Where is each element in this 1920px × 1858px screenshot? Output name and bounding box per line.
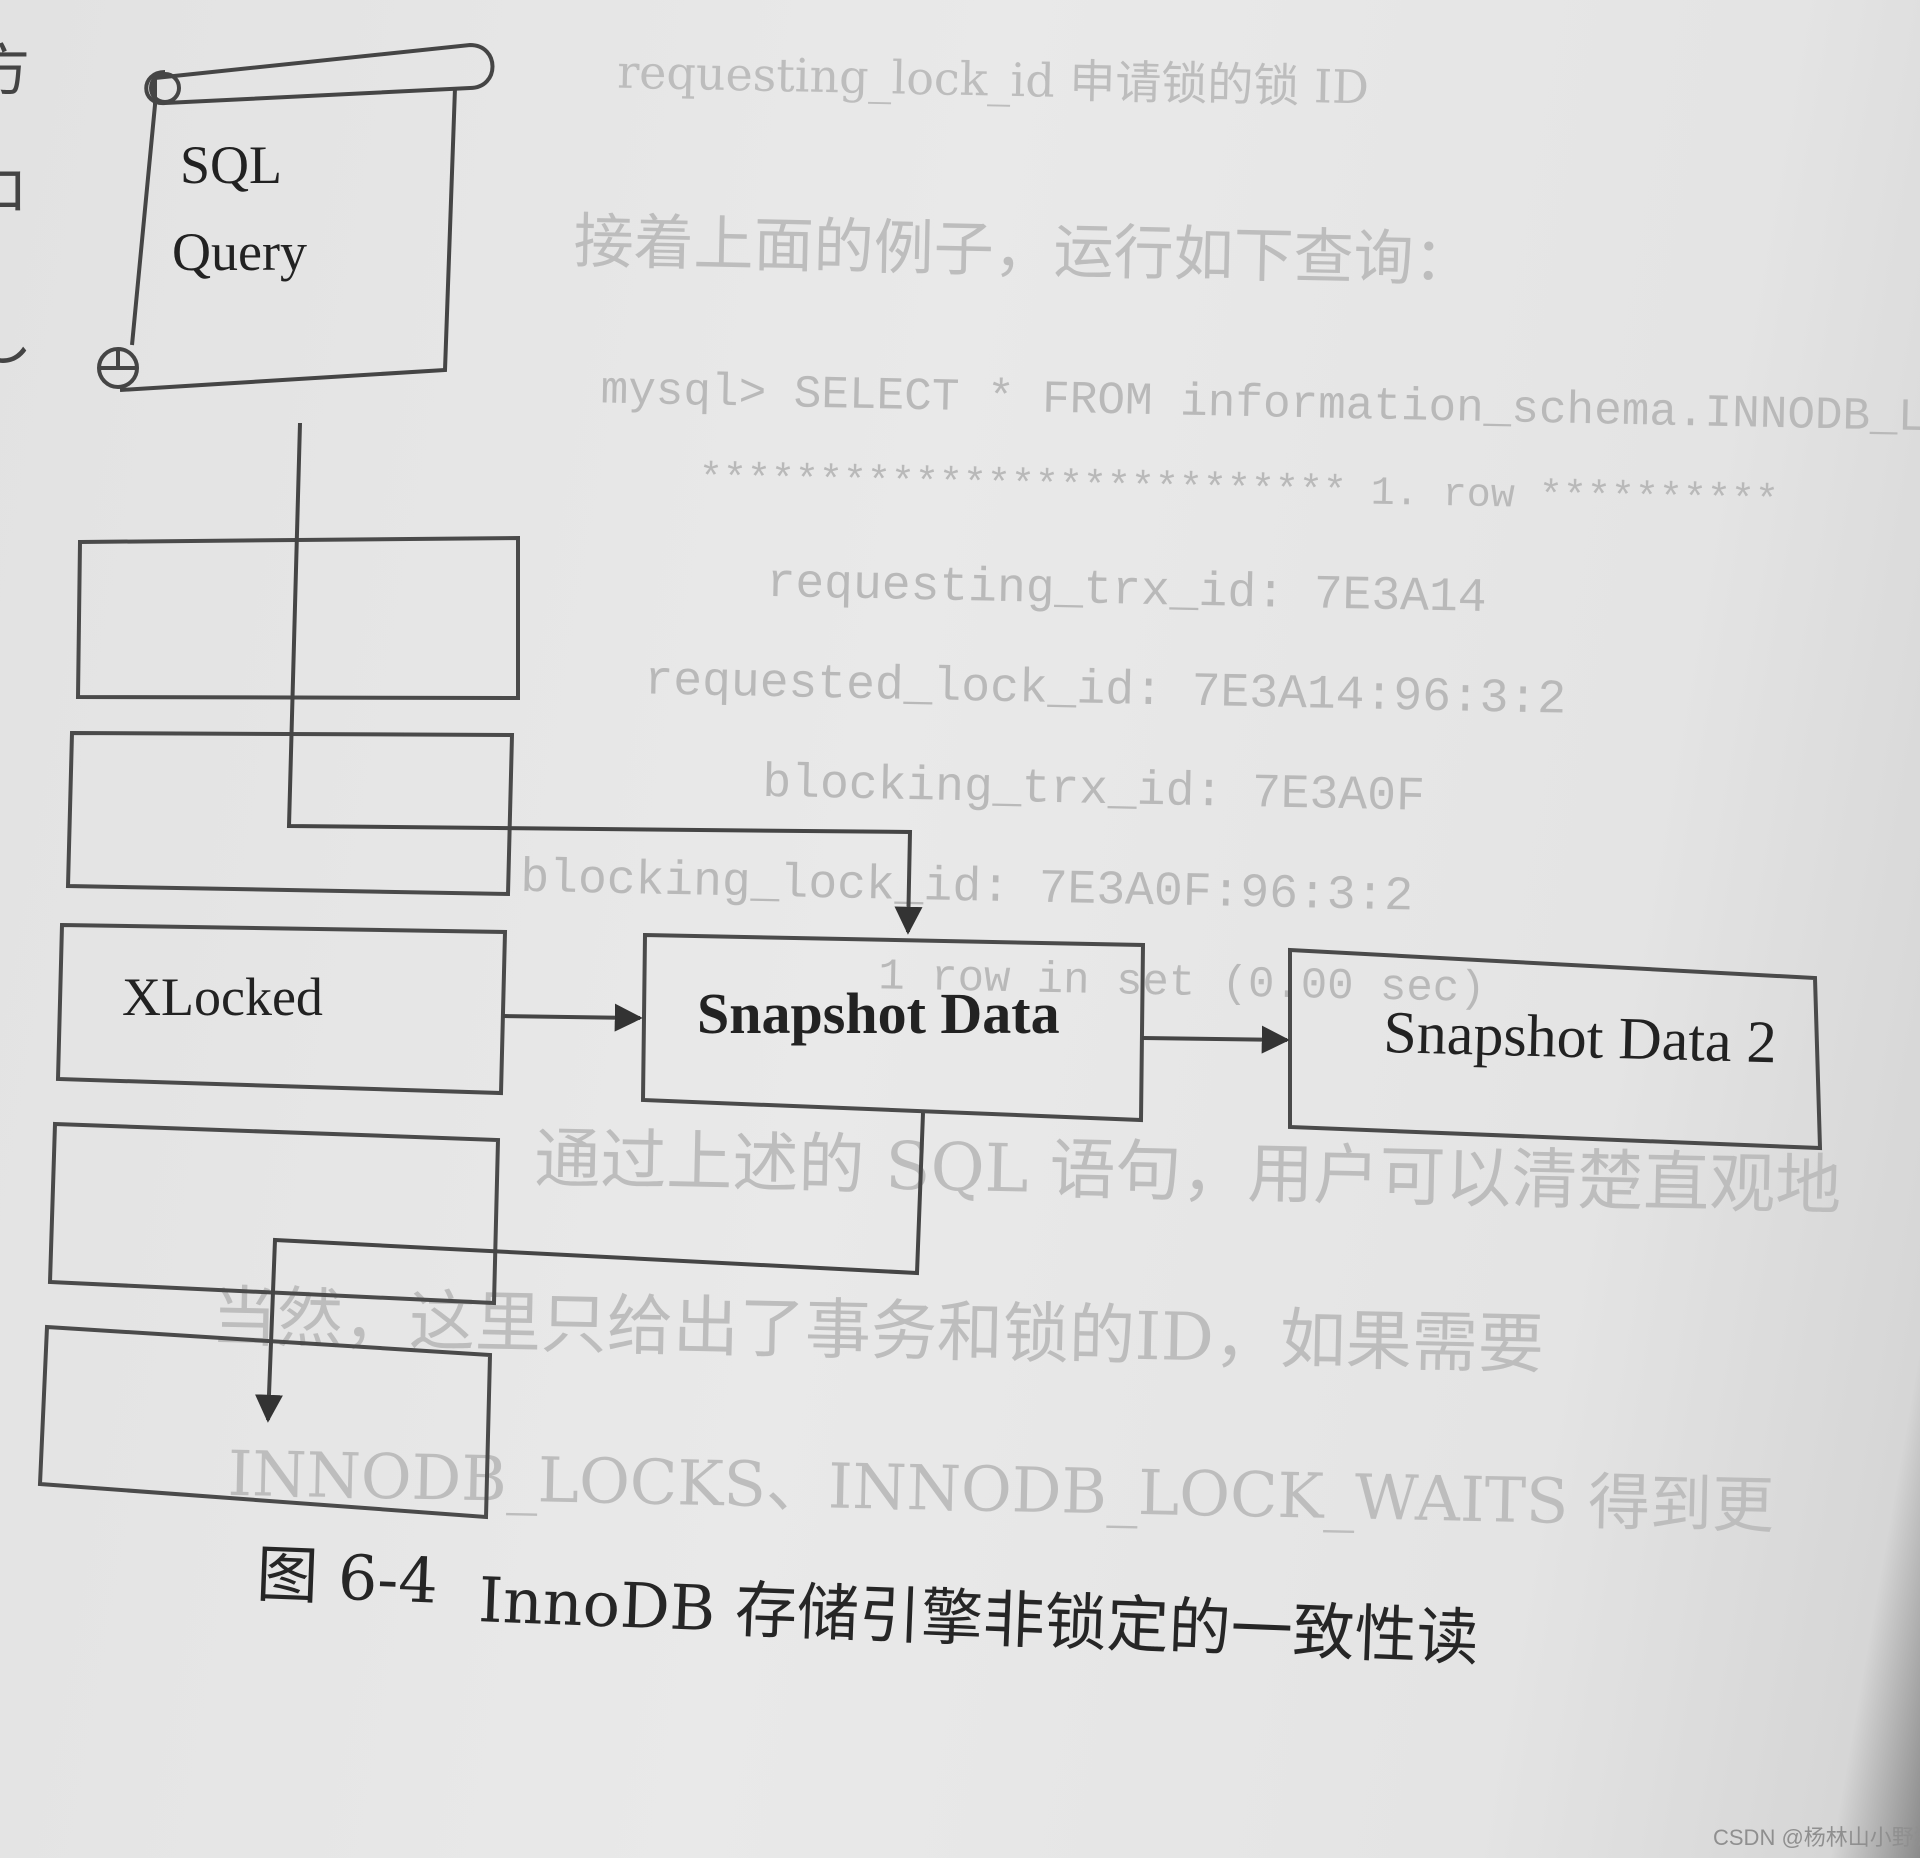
bleed-line-6: requested_lock_id: 7E3A14:96:3:2 xyxy=(644,654,1567,727)
figure-caption: 图 6-4 InnoDB 存储引擎非锁定的一致性读 xyxy=(255,1538,1480,1675)
margin-fragment: 方 xyxy=(0,39,30,104)
snapshot-data-node: Snapshot Data xyxy=(640,932,1146,1123)
bleed-line-5: requesting_trx_id: 7E3A14 xyxy=(766,557,1487,626)
snapshot-data-label: Snapshot Data xyxy=(697,981,1060,1046)
left-margin-fragments: 方 ロ し xyxy=(0,39,32,374)
xlocked-to-snapshot-arrow xyxy=(502,1003,643,1032)
margin-fragment: し xyxy=(0,309,32,374)
margin-fragment: ロ xyxy=(0,159,28,224)
row-box-5 xyxy=(37,1324,493,1520)
sql-query-line-1: SQL xyxy=(180,135,282,195)
bleed-line-12: INNODB_LOCKS、INNODB_LOCK_WAITS 得到更 xyxy=(227,1437,1775,1542)
bleed-through-text: requesting_lock_id 申请锁的锁 ID 接着上面的例子，运行如下… xyxy=(210,45,1920,1543)
sql-query-line-2: Query xyxy=(172,222,307,282)
xlocked-label: XLocked xyxy=(122,967,323,1027)
bleed-line-3: mysql> SELECT * FROM information_schema.… xyxy=(600,364,1920,444)
bleed-line-10: 通过上述的 SQL 语句，用户可以清楚直观地 xyxy=(534,1120,1842,1224)
sql-query-scroll: SQL Query xyxy=(97,42,495,392)
bleed-line-2: 接着上面的例子，运行如下查询： xyxy=(573,207,1474,296)
snapshot-to-row-return-arrow xyxy=(254,1112,925,1423)
csdn-watermark: CSDN @杨林山小野猪 xyxy=(1713,1825,1920,1850)
bleed-line-1: requesting_lock_id 申请锁的锁 ID xyxy=(617,45,1370,115)
snapshot-data-2-node: Snapshot Data 2 xyxy=(1288,947,1823,1151)
bleed-line-7: blocking_trx_id: 7E3A0F xyxy=(762,757,1426,825)
bleed-line-11: 当然，这里只给出了事务和锁的ID，如果需要 xyxy=(210,1278,1544,1383)
row-box-xlocked xyxy=(55,922,508,1096)
bleed-line-8: blocking_lock_id: 7E3A0F:96:3:2 xyxy=(520,852,1414,925)
query-to-snapshot-arrow xyxy=(286,422,923,935)
bleed-line-4: *************************** 1. row *****… xyxy=(698,457,1779,525)
connectors xyxy=(254,422,1290,1423)
caption-text: InnoDB 存储引擎非锁定的一致性读 xyxy=(477,1563,1480,1674)
row-stack: XLocked xyxy=(37,535,520,1520)
row-box-1 xyxy=(75,535,520,701)
row-box-4 xyxy=(47,1121,501,1306)
caption-number: 图 6-4 xyxy=(255,1538,439,1618)
snapshot-data-2-label: Snapshot Data 2 xyxy=(1383,999,1778,1075)
row-box-2 xyxy=(65,730,515,897)
snapshot-to-snapshot2-arrow xyxy=(1141,1025,1290,1054)
